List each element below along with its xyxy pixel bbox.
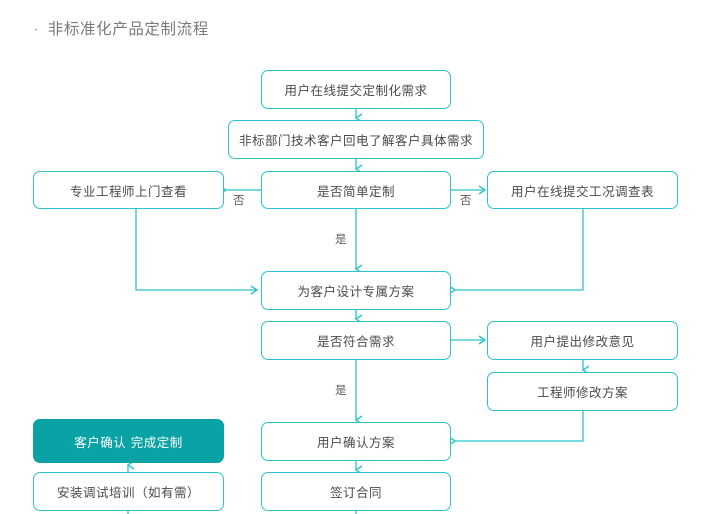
node-sign-contract[interactable]: 签订合同 [261, 472, 451, 511]
node-label: 工程师修改方案 [536, 385, 628, 400]
node-label: 用户在线提交定制化需求 [284, 83, 428, 98]
edge-label-text: 否 [460, 193, 472, 207]
node-tech-callback[interactable]: 非标部门技术客户回电了解客户具体需求 [228, 120, 484, 159]
node-user-submit-request[interactable]: 用户在线提交定制化需求 [261, 70, 451, 109]
edge-label-text: 是 [335, 383, 347, 397]
edge-label-yes-upper: 是 [333, 231, 349, 247]
edge-label-no-left: 否 [231, 192, 247, 208]
node-label: 是否符合需求 [316, 334, 395, 349]
node-label: 用户提出修改意见 [530, 334, 635, 349]
node-label: 非标部门技术客户回电了解客户具体需求 [238, 133, 473, 148]
edge-label-no-right: 否 [458, 192, 474, 208]
node-user-revision-feedback[interactable]: 用户提出修改意见 [487, 321, 678, 360]
node-submit-survey-form[interactable]: 用户在线提交工况调查表 [487, 171, 678, 209]
edge-label-text: 是 [335, 232, 347, 246]
node-design-solution[interactable]: 为客户设计专属方案 [261, 271, 451, 310]
node-label: 用户在线提交工况调查表 [510, 183, 654, 199]
edge-label-yes-lower: 是 [333, 382, 349, 398]
edge-n4-n6 [135, 209, 259, 295]
edge-n9-n10 [448, 411, 584, 446]
node-label: 专业工程师上门查看 [69, 183, 187, 199]
page-title: · 非标准化产品定制流程 [34, 17, 209, 39]
title-bullet-icon: · [34, 23, 38, 37]
node-customer-confirm-complete[interactable]: 客户确认 完成定制 [33, 419, 224, 463]
title-text: 非标准化产品定制流程 [47, 20, 209, 38]
node-label: 客户确认 完成定制 [74, 434, 183, 450]
node-decision-simple-custom[interactable]: 是否简单定制 [261, 171, 451, 209]
node-engineer-onsite[interactable]: 专业工程师上门查看 [33, 171, 224, 209]
node-label: 安装调试培训（如有需） [56, 485, 200, 500]
node-install-debug-training[interactable]: 安装调试培训（如有需） [33, 472, 224, 511]
edge-n5-n6 [448, 209, 584, 295]
node-label: 是否简单定制 [316, 183, 395, 199]
node-engineer-revise-plan[interactable]: 工程师修改方案 [487, 372, 678, 411]
node-label: 用户确认方案 [316, 435, 395, 450]
node-label: 签订合同 [329, 485, 382, 500]
edge-label-text: 否 [233, 193, 245, 207]
node-label: 为客户设计专属方案 [297, 284, 415, 299]
node-user-confirm-plan[interactable]: 用户确认方案 [261, 422, 451, 461]
node-decision-meets-requirements[interactable]: 是否符合需求 [261, 321, 451, 360]
